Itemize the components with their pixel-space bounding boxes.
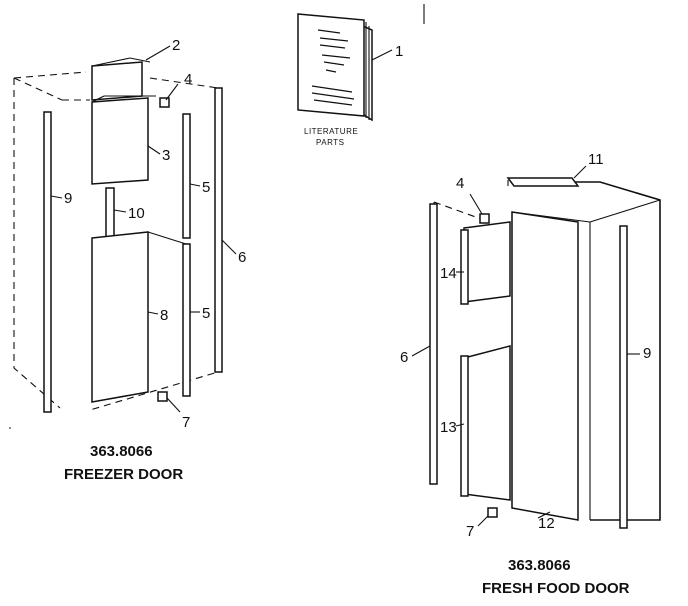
fresh-callout-9: 9 — [643, 345, 651, 362]
fresh-food-door-title: FRESH FOOD DOOR — [482, 580, 630, 597]
fresh-food-door-assembly: 11 4 14 6 9 13 7 12 363.8066 FRESH FOOD … — [400, 151, 661, 597]
freezer-callout-4: 4 — [184, 71, 192, 88]
fresh-callout-7: 7 — [466, 523, 474, 540]
fresh-food-model-number: 363.8066 — [508, 557, 571, 574]
literature-callout-1: 1 — [395, 43, 403, 60]
fresh-callout-13: 13 — [440, 419, 457, 436]
fresh-callout-12: 12 — [538, 515, 555, 532]
literature-label-line2: PARTS — [316, 138, 344, 147]
freezer-callout-5-upper: 5 — [202, 179, 210, 196]
freezer-door-assembly: 2 4 3 5 9 10 6 8 5 7 1 363.8066 FREEZER … — [13, 37, 403, 483]
freezer-callout-2: 2 — [172, 37, 180, 54]
freezer-callout-6: 6 — [238, 249, 246, 266]
speck — [9, 427, 11, 429]
literature-label-line1: LITERATURE — [304, 127, 358, 136]
freezer-callout-7: 7 — [182, 414, 190, 431]
fresh-callout-4: 4 — [456, 175, 464, 192]
freezer-model-number: 363.8066 — [90, 443, 153, 460]
freezer-callout-10: 10 — [128, 205, 145, 222]
freezer-callout-9: 9 — [64, 190, 72, 207]
fresh-callout-6: 6 — [400, 349, 408, 366]
freezer-callout-3: 3 — [162, 147, 170, 164]
freezer-door-title: FREEZER DOOR — [64, 466, 183, 483]
freezer-callout-5-lower: 5 — [202, 305, 210, 322]
freezer-callout-8: 8 — [160, 307, 168, 324]
literature-booklet: LITERATURE PARTS — [297, 13, 393, 147]
fresh-callout-14: 14 — [440, 265, 457, 282]
fresh-callout-11: 11 — [588, 151, 604, 168]
